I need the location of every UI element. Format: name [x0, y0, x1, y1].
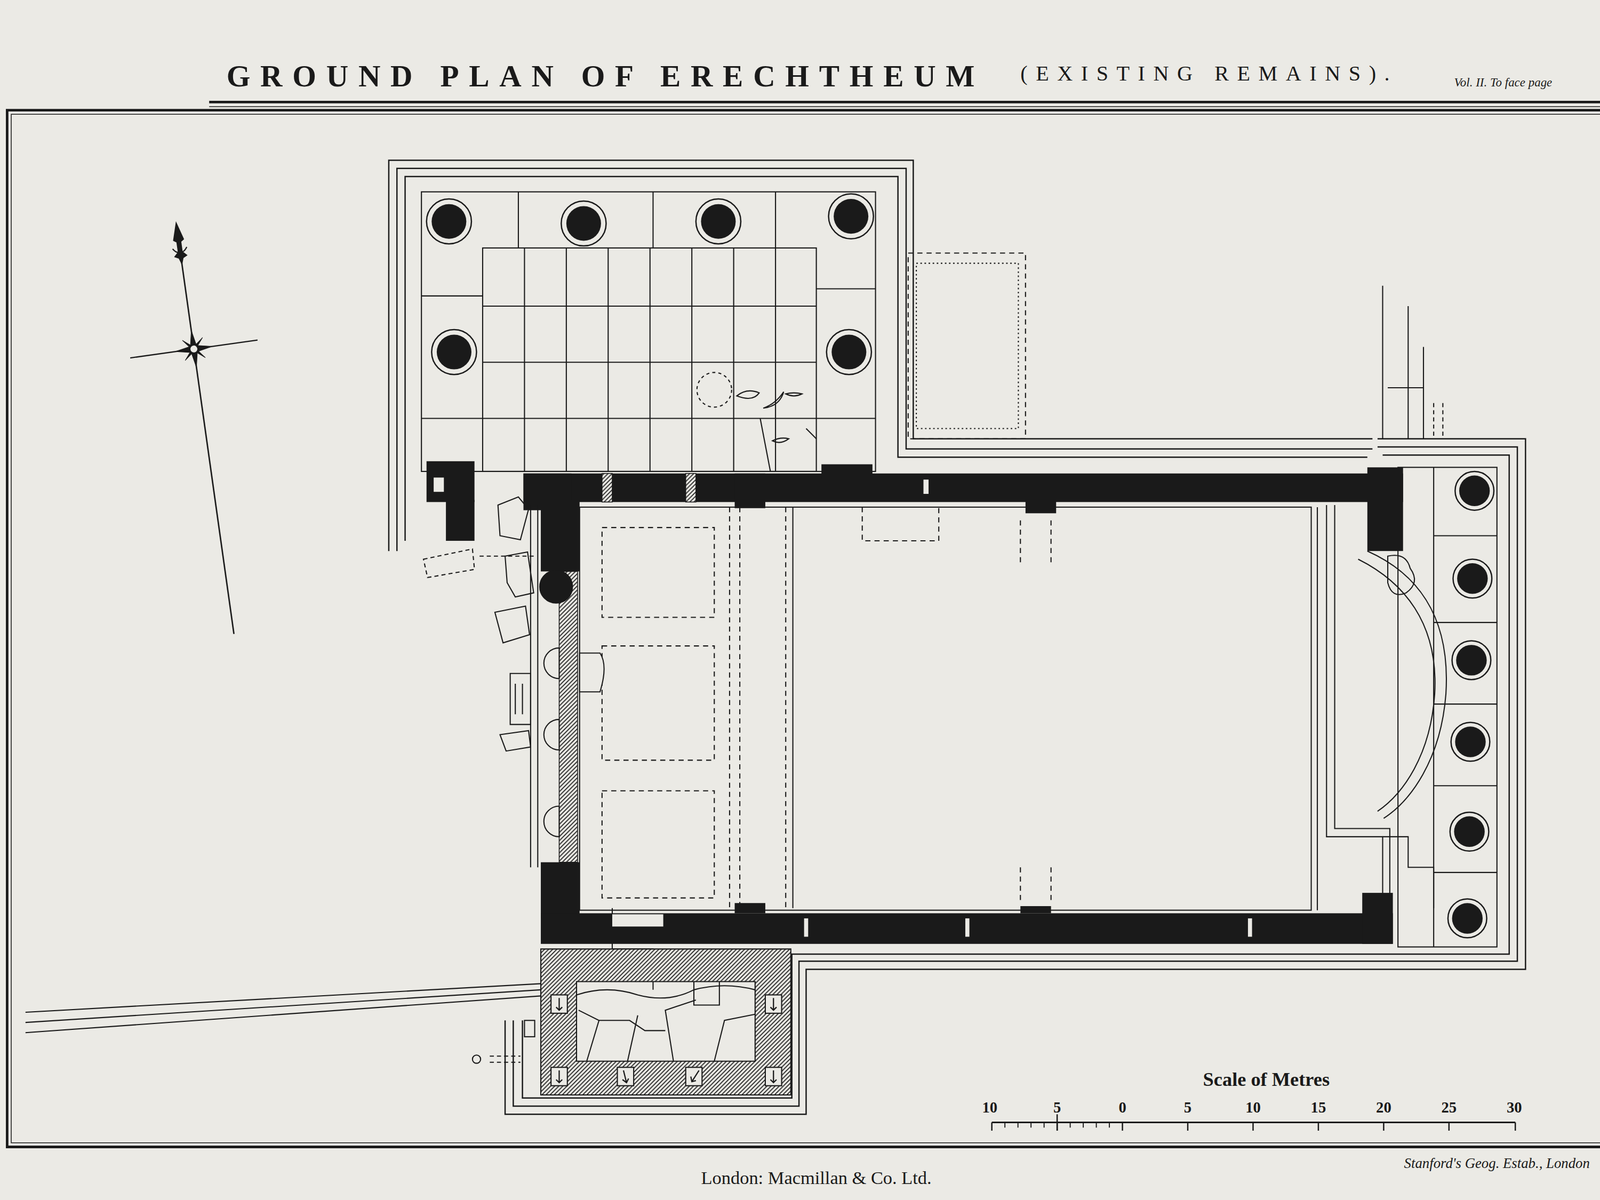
scale-number: 10 [1245, 1099, 1261, 1116]
walls [426, 461, 1404, 944]
plate-frame [6, 101, 1600, 1147]
step-outlines [388, 160, 1526, 1115]
scale-title: Scale of Metres [1203, 1069, 1330, 1090]
scale-number: 15 [1310, 1099, 1327, 1116]
scale-number: 5 [1053, 1099, 1061, 1116]
north-porch [421, 192, 876, 472]
engraver-credit: Stanford's Geog. Estab., London [1404, 1156, 1590, 1171]
publisher-line: London: Macmillan & Co. Ltd. [701, 1168, 932, 1187]
north-east-fragments [1382, 285, 1443, 439]
scale-number: 20 [1376, 1099, 1392, 1116]
wall-hatching [558, 473, 696, 863]
subtitle: (EXISTING REMAINS). [1020, 62, 1398, 85]
north-arrow [112, 213, 298, 644]
scale-number: 5 [1184, 1099, 1192, 1116]
scale-bar [992, 1114, 1516, 1131]
wall-gaps [612, 479, 1253, 937]
annex-outline [908, 252, 1026, 439]
scale-number: 25 [1441, 1099, 1457, 1116]
east-portico [1326, 467, 1498, 947]
scale-number: 30 [1506, 1099, 1523, 1116]
scale-number: 0 [1118, 1099, 1126, 1116]
karyatid-porch [540, 948, 791, 1095]
scale-number: 10 [982, 1099, 998, 1116]
page-note: Vol. II. To face page [1453, 76, 1552, 89]
plate-title: GROUND PLAN OF ERECHTHEUM [226, 61, 986, 92]
column-bases [426, 194, 1494, 939]
west-wall-remains [423, 497, 605, 868]
west-wall-line [25, 983, 541, 1063]
